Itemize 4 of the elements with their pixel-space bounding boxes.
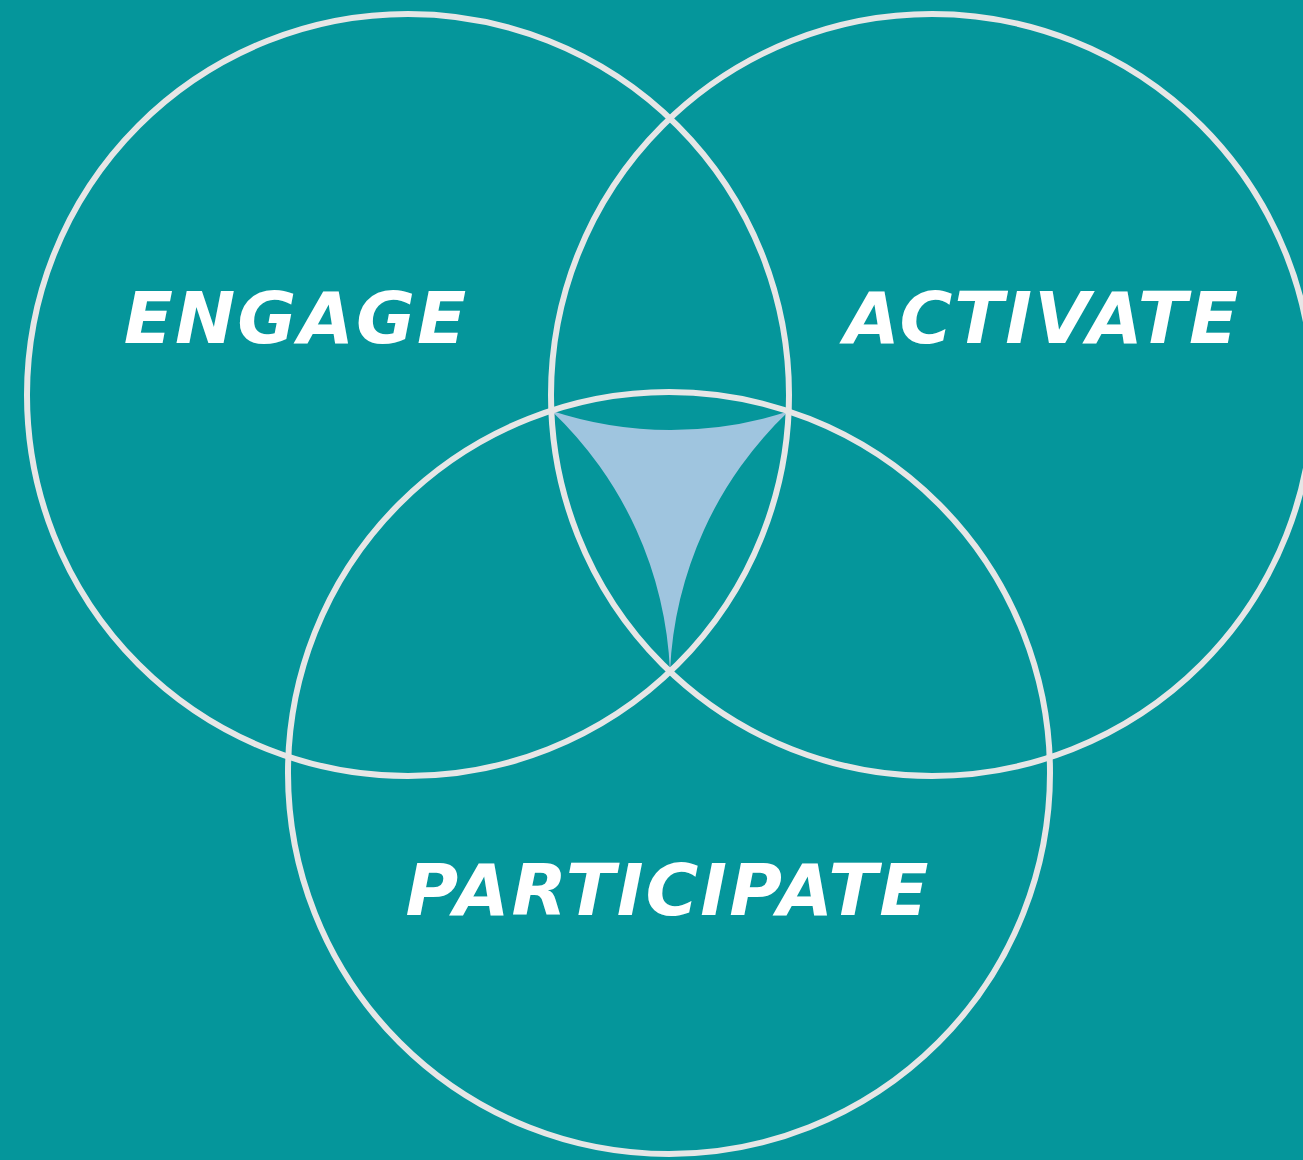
- circle-label: ENGAGE: [123, 276, 469, 360]
- circle-label: PARTICIPATE: [405, 848, 931, 932]
- venn-circle: [285, 389, 1053, 1157]
- venn-circle: [24, 11, 792, 779]
